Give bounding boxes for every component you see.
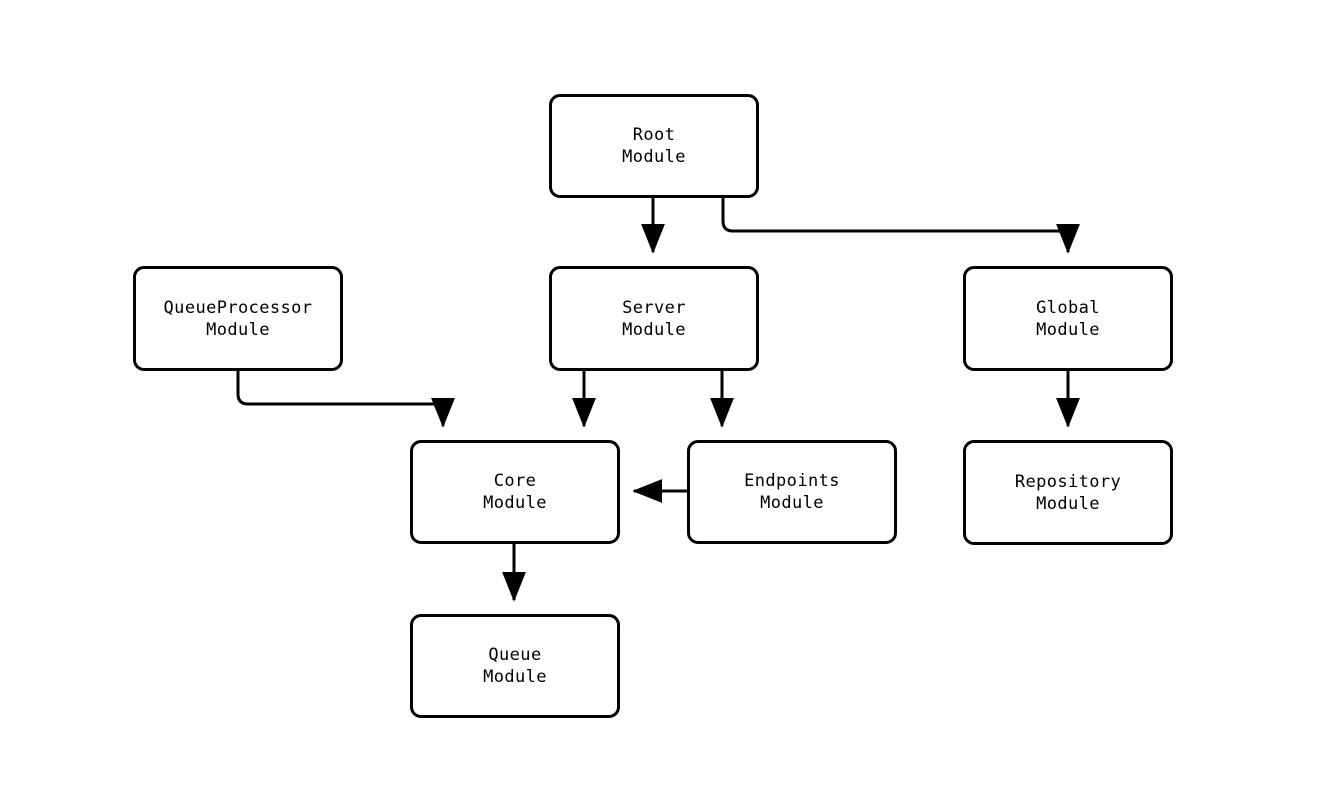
node-label-primary: Server (622, 297, 686, 318)
node-label-primary: Global (1036, 297, 1100, 318)
node-label-secondary: Module (622, 147, 686, 167)
edge-root-to-global (721, 198, 1080, 254)
node-label-primary: Core (493, 471, 537, 491)
node-label-secondary: Module (483, 493, 547, 513)
node-label-secondary: Module (760, 493, 824, 513)
node-label-primary: Root (632, 125, 676, 145)
edge-paths (236, 198, 1080, 602)
node-label-primary: Queue (488, 645, 542, 665)
node-label-secondary: Module (622, 319, 686, 340)
node-label-primary: QueueProcessor (163, 297, 313, 318)
node-label-secondary: Module (1036, 493, 1100, 514)
node-label-primary: Endpoints (744, 471, 840, 491)
node-label-secondary: Module (1036, 319, 1100, 340)
node-label-secondary: Module (206, 319, 270, 340)
node-label-primary: Repository (1014, 471, 1122, 492)
edge-queueprocessor-to-core (236, 371, 455, 428)
node-label-secondary: Module (483, 667, 547, 687)
